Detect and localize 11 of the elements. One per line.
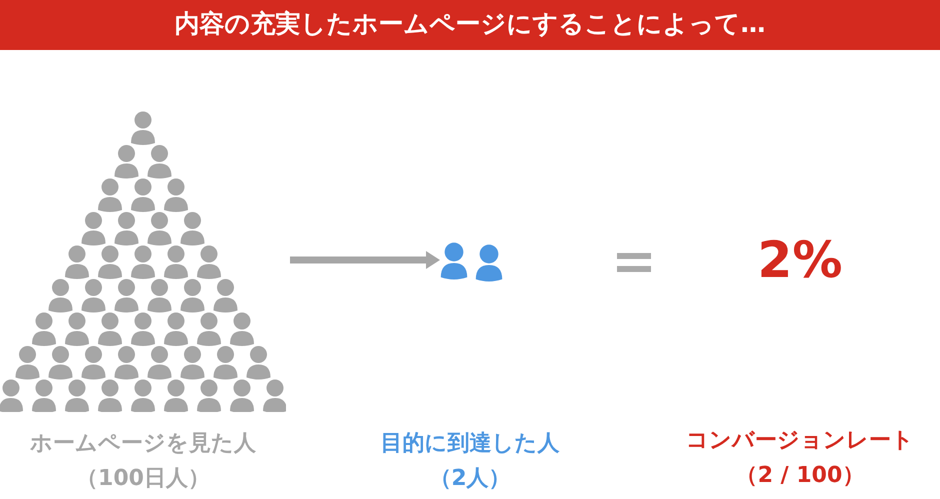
node-label: ホームページを見た人 bbox=[29, 430, 257, 458]
count-label: （100日人） bbox=[75, 465, 211, 493]
result-label: コンバージョンレート bbox=[685, 428, 915, 454]
node-label: 目的に到達した人 bbox=[380, 430, 560, 458]
crowd-drawing bbox=[0, 110, 286, 412]
people-drawing bbox=[440, 242, 504, 282]
arrow bbox=[290, 251, 440, 269]
ratio-note: （2 / 100） bbox=[734, 463, 866, 490]
percentage-value: 2% bbox=[756, 230, 844, 290]
count-label: （2人） bbox=[428, 465, 512, 493]
title: 内容の充実したホームページにすることによって… bbox=[174, 8, 766, 40]
